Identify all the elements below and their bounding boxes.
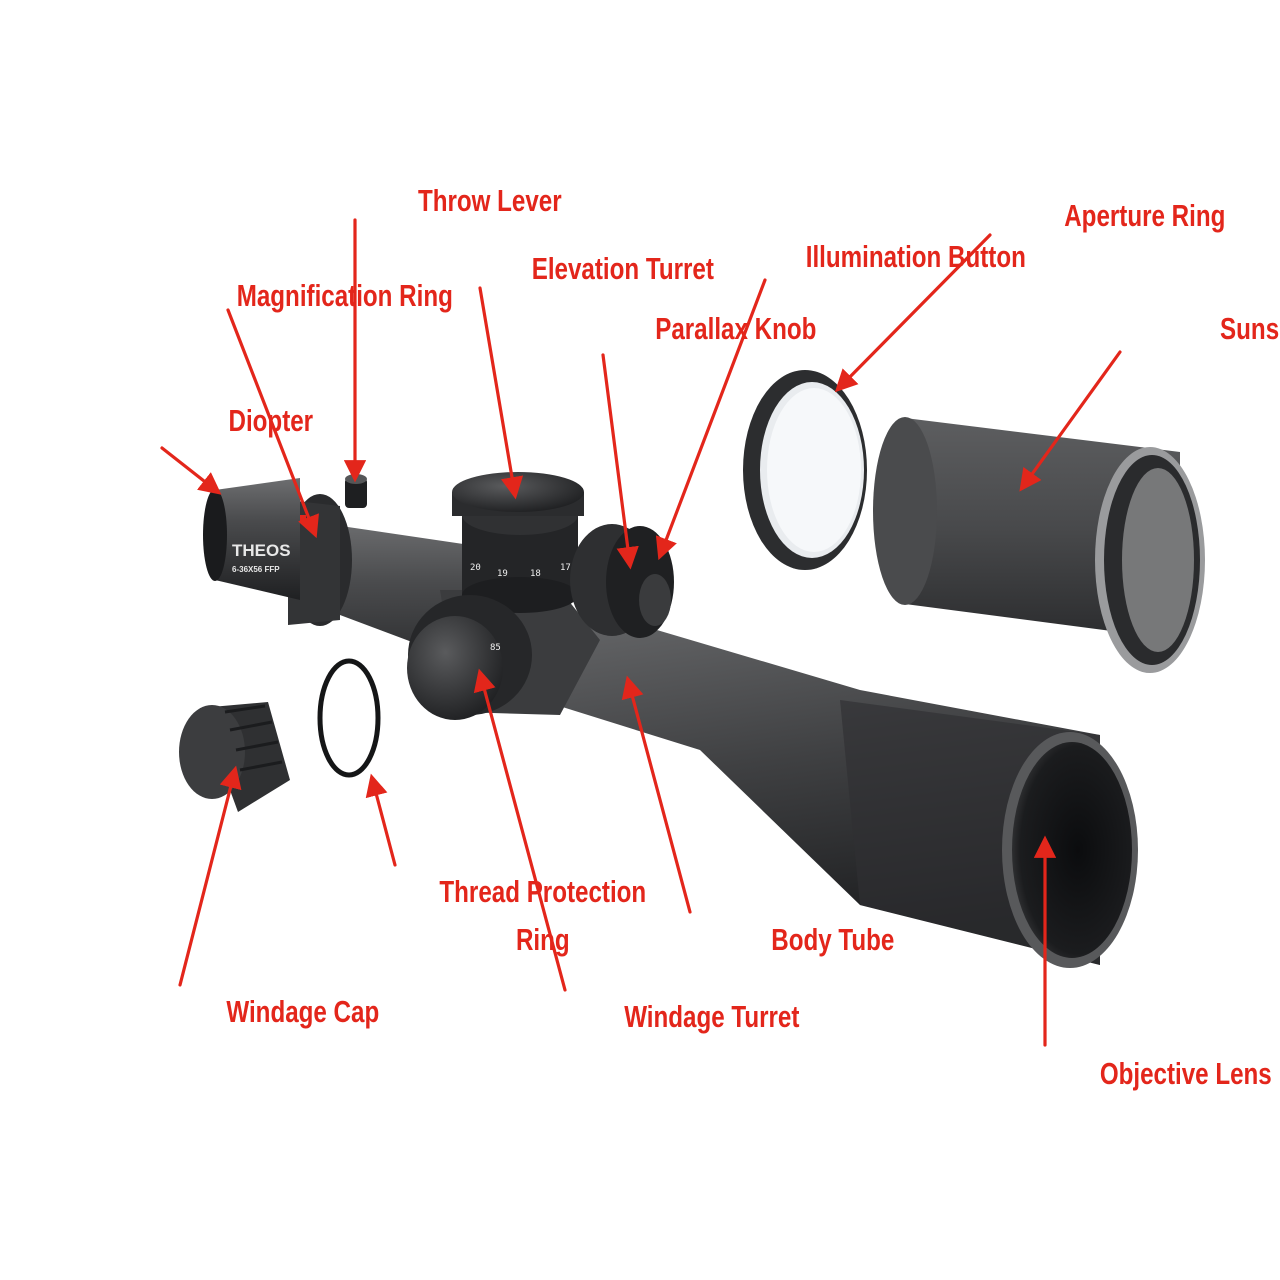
sunshade (873, 417, 1205, 673)
arrow-body-tube (621, 675, 692, 914)
label-body-tube: Body Tube (771, 922, 894, 957)
windage-turret: 85 (407, 595, 532, 720)
svg-text:17: 17 (560, 563, 571, 573)
elevation-turret: 20 19 18 17 (452, 472, 584, 613)
label-elevation-turret: Elevation Turret (532, 251, 714, 286)
label-diopter: Diopter (229, 403, 314, 438)
label-thread-protection-ring-line1: Thread Protection (439, 874, 646, 909)
arrow-elevation-turret (478, 286, 524, 500)
diopter (203, 478, 300, 600)
thread-protection-ring (317, 658, 381, 778)
brand-marking: THEOS (232, 541, 291, 560)
label-parallax-knob: Parallax Knob (655, 311, 816, 346)
arrow-windage-cap (178, 765, 242, 987)
label-illumination-button: Illumination Button (806, 239, 1026, 274)
arrow-diopter (160, 446, 222, 495)
svg-text:18: 18 (530, 569, 541, 579)
label-thread-protection-ring-line2: Ring (516, 922, 570, 957)
arrow-windage-turret (473, 668, 567, 992)
label-sunshade: Sunshade (1220, 311, 1280, 346)
callout-labels: Throw Lever Magnification Ring Elevation… (226, 183, 1280, 1091)
label-windage-cap: Windage Cap (226, 994, 379, 1029)
aperture-ring (743, 370, 867, 570)
label-throw-lever: Throw Lever (418, 183, 562, 218)
label-objective-lens: Objective Lens (1100, 1056, 1272, 1091)
label-windage-turret: Windage Turret (624, 999, 799, 1034)
arrow-aperture-ring (834, 233, 992, 393)
svg-text:85: 85 (490, 643, 501, 653)
illumination-button (639, 574, 671, 626)
arrow-sunshade (1019, 350, 1122, 492)
model-marking: 6-36X56 FFP (232, 565, 280, 574)
objective-lens (1002, 732, 1138, 968)
windage-cap (179, 702, 290, 812)
arrow-parallax-knob (601, 353, 639, 570)
arrow-illumination-button (655, 278, 767, 561)
arrow-magnification-ring (226, 308, 319, 539)
callout-arrows (160, 218, 1122, 1047)
arrow-thread-protection-ring (365, 773, 397, 867)
svg-text:19: 19 (497, 569, 508, 579)
svg-text:20: 20 (470, 563, 481, 573)
label-aperture-ring: Aperture Ring (1064, 198, 1225, 233)
label-magnification-ring: Magnification Ring (237, 278, 453, 313)
